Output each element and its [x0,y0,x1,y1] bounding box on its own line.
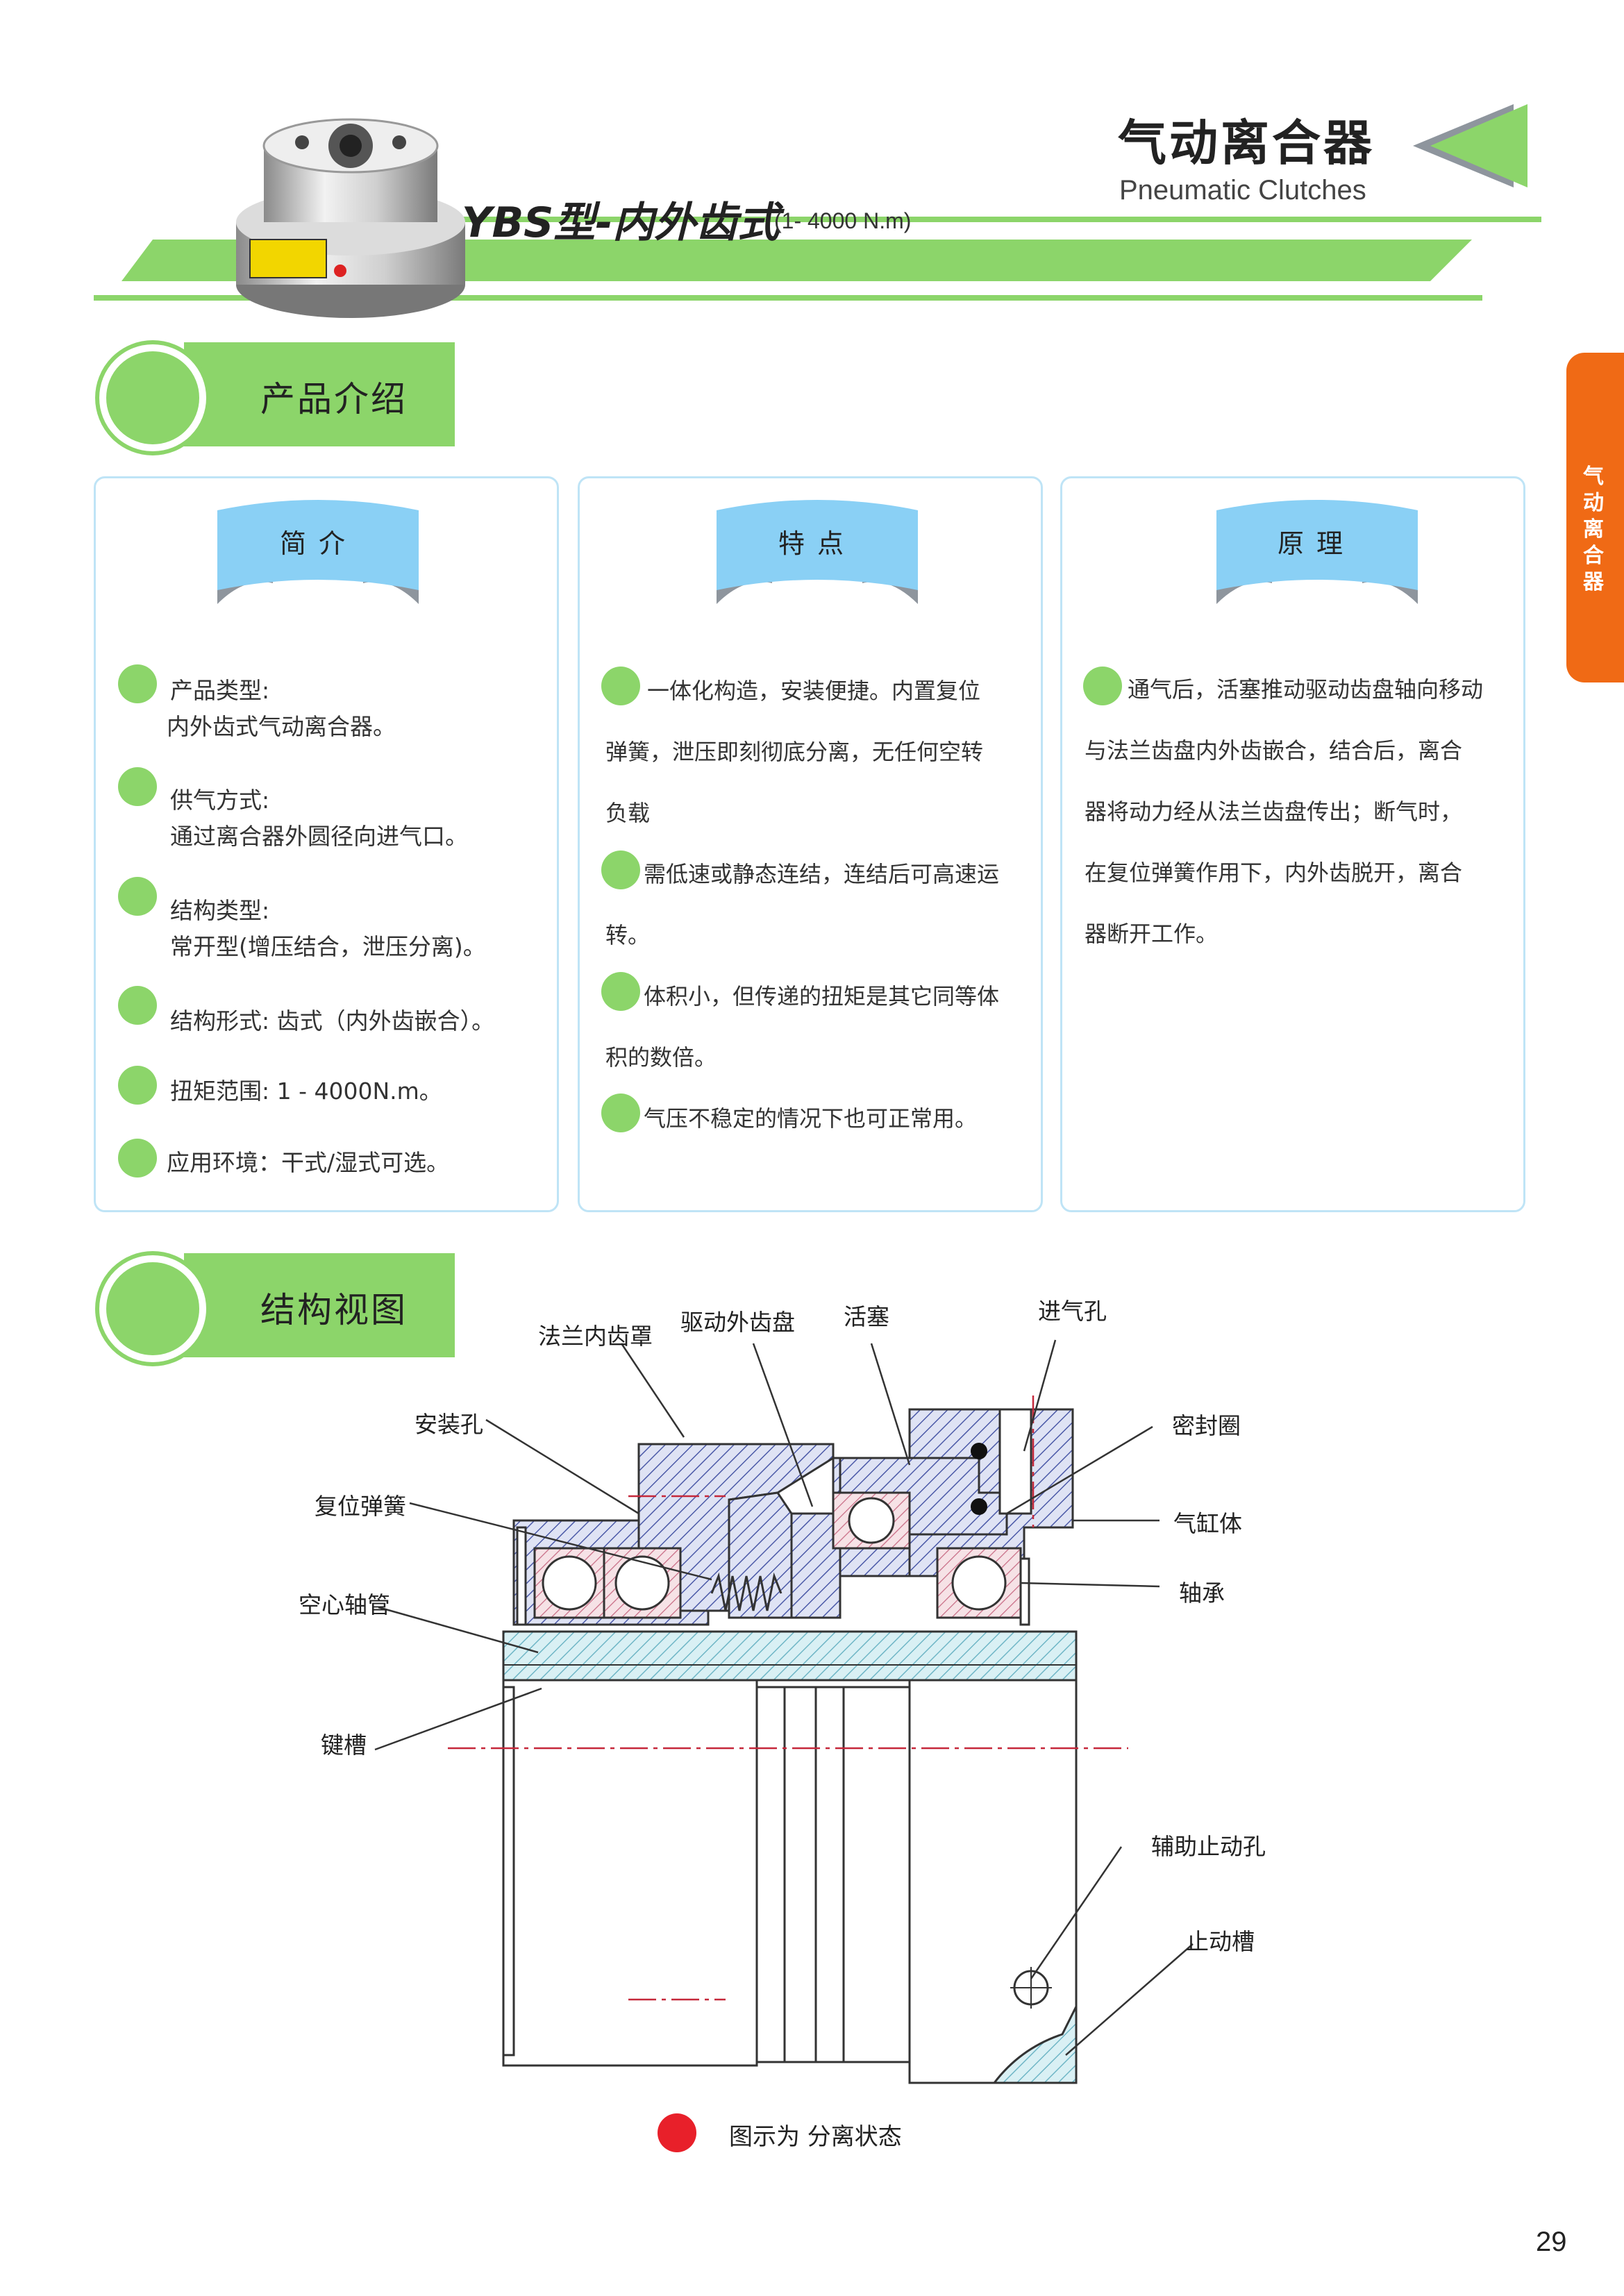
intro-item-label: 扭矩范围: 1 - 4000N.m。 [170,1078,442,1105]
intro-section-badge [95,340,455,455]
principle-line: 通气后，活塞推动驱动齿盘轴向移动 [1128,676,1484,703]
drive-disc [728,1491,793,1619]
arrow-triangle-green [1430,104,1527,187]
structure-section-badge [95,1251,455,1366]
side-tab[interactable] [1566,353,1624,682]
features-line: 一体化构造，安装便捷。内置复位 [647,678,981,704]
stop-slot [991,2006,1078,2084]
ribbon-features [717,500,918,604]
return-spring [710,1572,782,1611]
principle-line: 器将动力经从法兰齿盘传出；断气时， [1085,798,1463,825]
bearing-mid [832,1491,911,1550]
label-hollow-shaft: 空心轴管 [299,1591,390,1618]
seal-ring [971,1443,987,1459]
header-underline [94,295,1482,301]
label-keyway: 键槽 [321,1732,367,1759]
intro-item-label: 供气方式: [170,787,270,814]
intro-section-title: 产品介绍 [260,379,408,419]
panel-ribbons [217,500,1418,604]
intro-item-label: 应用环境：干式/湿式可选。 [167,1149,450,1176]
label-cylinder: 气缸体 [1173,1510,1242,1537]
header-rule [458,217,1541,222]
side-tab-label: 气动离合器 [1583,464,1604,594]
principle-line: 器断开工作。 [1085,921,1219,947]
bullet [118,1066,157,1105]
principle-panel [1060,476,1525,1212]
label-aux-stop-hole: 辅助止动孔 [1151,1833,1266,1860]
bullet [601,972,640,1011]
features-line: 需低速或静态连结，连结后可高速运 [644,861,1000,887]
lower-body-right [908,1679,1078,2084]
intro-item-label: 产品类型: [170,677,270,704]
legend-dot [658,2113,696,2152]
features-panel [578,476,1043,1212]
label-air-inlet: 进气孔 [1038,1298,1107,1325]
header-title-cn: 气动离合器 [1118,115,1375,171]
features-line: 转。 [605,922,651,948]
bullet [118,877,157,916]
label-piston: 活塞 [844,1303,889,1330]
label-mount-hole: 安装孔 [415,1411,483,1438]
label-return-spring: 复位弹簧 [315,1493,406,1520]
lower-body-left [502,1679,758,2067]
hollow-shaft [502,1630,1078,1682]
intro-item-label: 结构形式: 齿式（内外齿嵌合）。 [170,1007,495,1034]
principle-line: 与法兰齿盘内外齿嵌合，结合后，离合 [1085,737,1463,764]
bullet [118,767,157,806]
ribbon-intro [217,500,419,604]
features-line: 体积小，但传递的扭矩是其它同等体 [644,983,1000,1009]
intro-item-value: 常开型(增压结合，泄压分离)。 [170,933,486,960]
intro-item-label: 结构类型: [170,897,270,924]
features-panel-title: 特点 [778,528,857,559]
torque-range: (1- 4000 N.m) [774,208,912,233]
label-flange-cover: 法兰内齿罩 [538,1323,653,1350]
intro-item-value: 内外齿式气动离合器。 [167,713,396,740]
label-seal: 密封圈 [1172,1412,1241,1439]
features-line: 弹簧，泄压即刻彻底分离，无任何空转 [605,739,984,765]
bullet [118,986,157,1025]
features-line: 气压不稳定的情况下也可正常用。 [644,1105,978,1132]
lower-body-mid [755,1686,845,2063]
bullet [118,1139,157,1178]
intro-panel [94,476,559,1212]
bullet [601,667,640,705]
page-number: 29 [1536,2227,1567,2257]
intro-panel-title: 简介 [280,528,358,559]
bullet [1083,667,1122,705]
label-stop-slot: 止动槽 [1186,1928,1255,1955]
features-line: 积的数倍。 [605,1044,717,1071]
header-graphics [94,104,1541,318]
product-photo [236,118,465,318]
intro-item-value: 通过离合器外圆径向进气口。 [170,823,468,850]
principle-panel-title: 原理 [1278,528,1356,559]
bullet [118,664,157,703]
model-title: YBS型-内外齿式 [462,199,780,247]
label-drive-disc: 驱动外齿盘 [680,1309,795,1336]
bullet [601,1093,640,1132]
bearing-left [533,1547,682,1619]
bearing-right [936,1547,1022,1619]
clutch-cross-section [374,1339,1194,2084]
label-bearing: 轴承 [1179,1579,1225,1607]
features-line: 负载 [605,800,651,826]
legend-text: 图示为 分离状态 [729,2123,902,2151]
principle-line: 在复位弹簧作用下，内外齿脱开，离合 [1085,860,1463,886]
header-title-en: Pneumatic Clutches [1119,175,1366,206]
ribbon-principle [1216,500,1418,604]
structure-section-title: 结构视图 [260,1290,408,1330]
bullet [601,850,640,889]
air-inlet-channel [998,1408,1032,1515]
seal-ring [971,1498,987,1515]
